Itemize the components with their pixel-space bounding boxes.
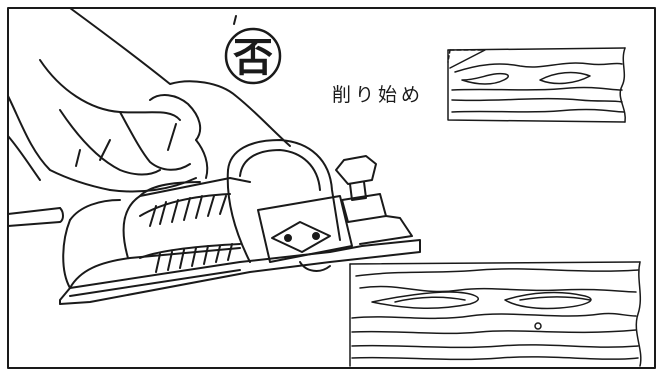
tick-mark <box>233 15 237 25</box>
wood-board-icon <box>349 261 642 367</box>
hand-icon <box>7 7 291 193</box>
badge: 否 <box>224 27 282 85</box>
electric-planer-icon <box>59 139 421 305</box>
badge-text: 否 <box>233 35 273 81</box>
caption-text: 削り始め <box>332 84 424 106</box>
frame-border <box>7 7 656 369</box>
power-cord <box>7 207 64 227</box>
wood-board-detail-icon <box>447 47 626 123</box>
badge-circle <box>224 27 282 85</box>
